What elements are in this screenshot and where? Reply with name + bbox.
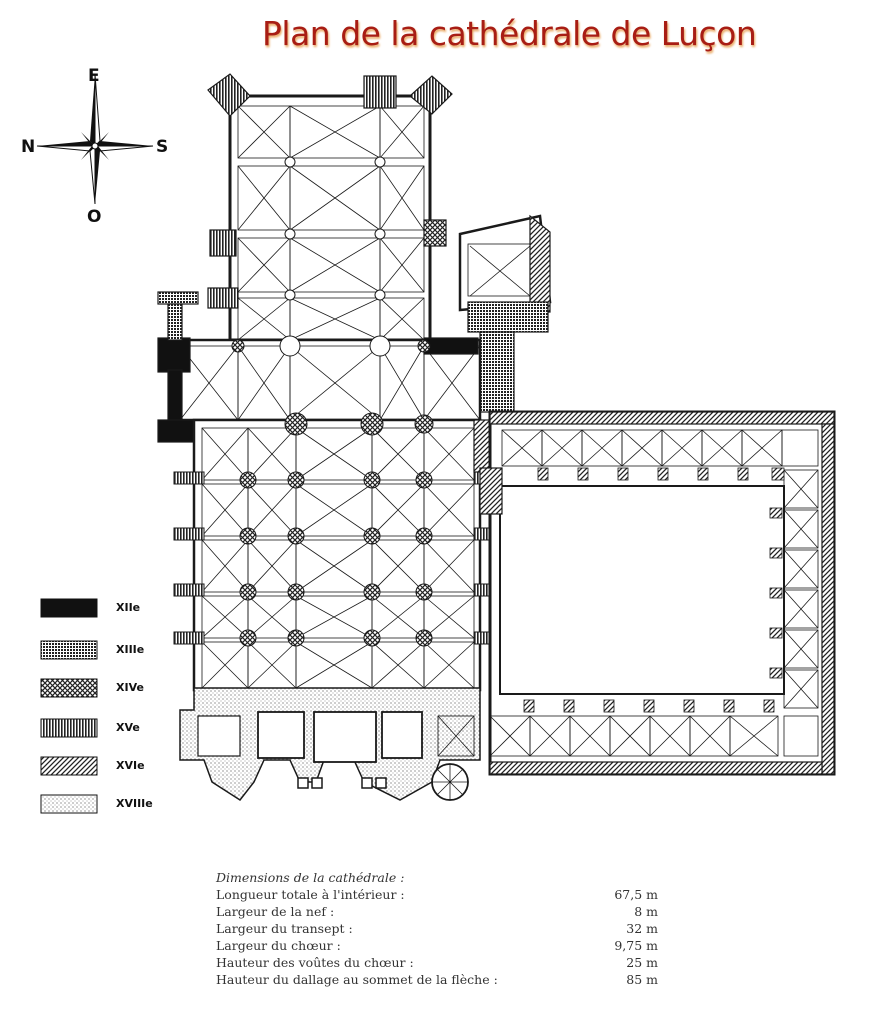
swatch-vertical-lines-icon [40,718,98,738]
swatch-dots-icon [40,794,98,814]
dimension-row: Hauteur du dallage au sommet de la flèch… [216,971,666,988]
compass-south: S [156,137,169,157]
legend-item-xv: XVe [40,718,180,740]
legend-item-xvi: XVIe [40,756,180,778]
cathedral-floor-plan [157,73,836,802]
dimension-label: Largeur de la nef : [216,904,335,919]
page-title: Plan de la cathédrale de Luçon [262,14,757,53]
dimension-row: Largeur de la nef : 8 m [216,903,666,920]
dimension-label: Hauteur des voûtes du chœur : [216,955,414,970]
legend-label: XVe [116,721,140,734]
dimension-value: 8 m [634,904,658,919]
dimension-value: 25 m [626,955,658,970]
dimensions-table: Dimensions de la cathédrale : Longueur t… [216,870,666,988]
dimension-value: 9,75 m [614,938,658,953]
compass-star-icon [36,73,154,205]
dimension-row: Longueur totale à l'intérieur : 67,5 m [216,886,666,903]
dimension-row: Hauteur des voûtes du chœur : 25 m [216,954,666,971]
legend-label: XIIe [116,601,141,614]
legend-item-xviii: XVIIIe [40,794,180,816]
swatch-diagonal-lines-icon [40,756,98,776]
legend-item-xiii: XIIIe [40,640,180,662]
swatch-solid-icon [40,598,98,618]
compass-west: O [87,207,102,227]
compass-north: N [21,137,36,157]
legend-label: XVIe [116,759,145,772]
dimension-label: Longueur totale à l'intérieur : [216,887,405,902]
legend-item-xiv: XIVe [40,678,180,700]
dimensions-heading: Dimensions de la cathédrale : [216,870,405,885]
legend-item-xii: XIIe [40,598,180,620]
legend-label: XIIIe [116,643,145,656]
swatch-grid-icon [40,640,98,660]
dimension-label: Largeur du chœur : [216,938,341,953]
dimension-label: Largeur du transept : [216,921,353,936]
swatch-crosshatch-icon [40,678,98,698]
dimension-label: Hauteur du dallage au sommet de la flèch… [216,972,498,987]
compass-east: E [88,66,100,86]
dimension-value: 67,5 m [614,887,658,902]
dimension-row: Largeur du chœur : 9,75 m [216,937,666,954]
dimension-value: 32 m [626,921,658,936]
dimension-row: Largeur du transept : 32 m [216,920,666,937]
legend-label: XIVe [116,681,144,694]
legend-label: XVIIIe [116,797,153,810]
dimension-value: 85 m [626,972,658,987]
compass-rose: E N S O [18,64,178,234]
